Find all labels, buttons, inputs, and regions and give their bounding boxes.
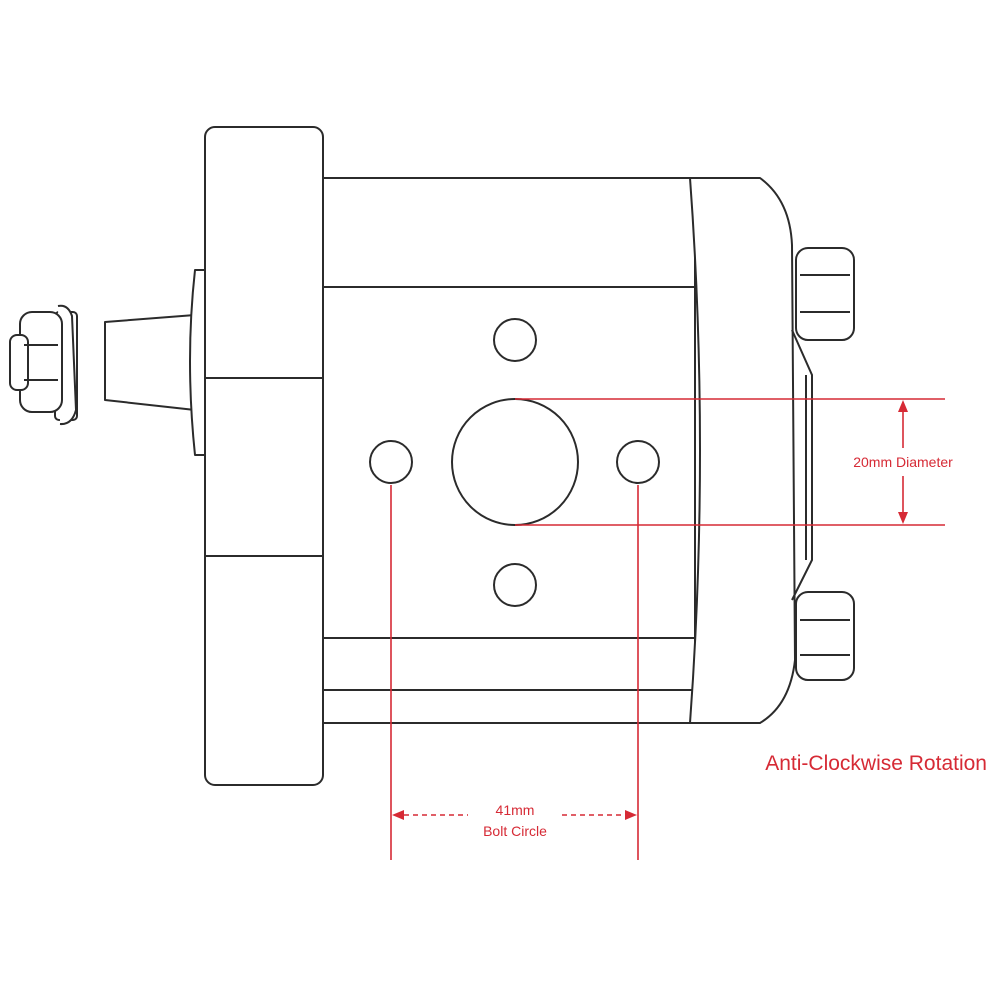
- rear-cover: [689, 177, 796, 724]
- shaft-nut-end: [9, 334, 29, 391]
- rear-bolt-bottom: [795, 591, 855, 681]
- diameter-dimension: 20mm Diameter: [515, 398, 953, 526]
- rear-bolt-top: [795, 247, 855, 341]
- bolt-hole-left: [369, 440, 413, 484]
- bolt-hole-right: [616, 440, 660, 484]
- flange-plate: [204, 126, 324, 786]
- rotation-label: Anti-Clockwise Rotation: [765, 752, 987, 775]
- bolt-circle-value: 41mm: [496, 802, 535, 818]
- bolt-circle-label: Bolt Circle: [483, 823, 547, 839]
- drive-shaft: [9, 269, 206, 456]
- center-port: [451, 398, 579, 526]
- tapered-shaft: [104, 314, 196, 411]
- bolt-hole-top: [493, 318, 537, 362]
- diameter-label: 20mm Diameter: [853, 454, 953, 470]
- bolt-hole-bottom: [493, 563, 537, 607]
- shaft-seal: [189, 269, 206, 456]
- port-holes: [369, 318, 660, 607]
- bolt-circle-dimension: 41mm Bolt Circle: [390, 485, 639, 860]
- mounting-flange: [204, 126, 324, 786]
